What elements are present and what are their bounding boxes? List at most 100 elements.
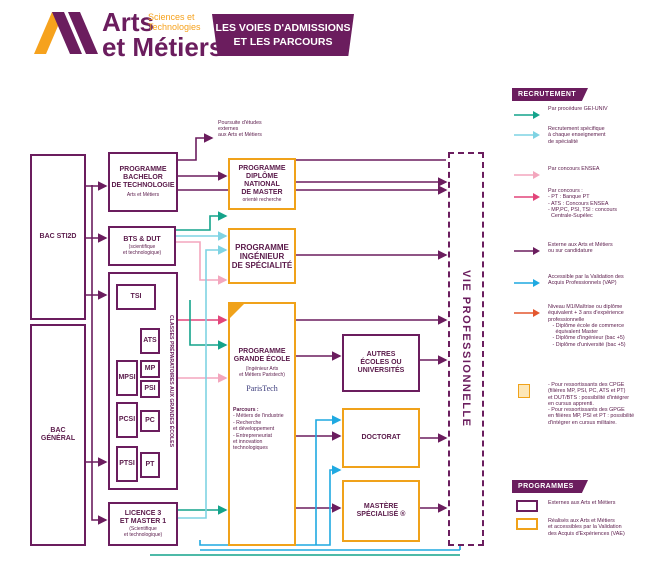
bac-general-label2: GÉNÉRAL [40, 435, 76, 442]
legend-line: - MP,PC, PSI, TSI : concours [548, 206, 618, 213]
legend-line: ou sur candidature [548, 248, 593, 255]
legend-line: Par concours ENSEA [548, 166, 600, 172]
licence-master-box: LICENCE 3 ET MASTER 1 (Scientifique et t… [108, 502, 178, 546]
mpsi-label: MPSI [118, 374, 136, 381]
title-banner: LES VOIES D'ADMISSIONS ET LES PARCOURS [212, 14, 354, 56]
pc-label: PC [145, 417, 155, 424]
bachelor-line1: PROGRAMME [119, 166, 167, 173]
legend-line: Par procédure GEI-UNIV [548, 106, 608, 112]
cpge-ats: ATS [140, 328, 160, 354]
legend-line: - Pour ressortissants des GPGE [548, 407, 625, 414]
ptsi-label: PTSI [119, 460, 135, 467]
legend-line: - Pour ressortissants des CPGE [548, 382, 625, 388]
autres-line2: ÉCOLES OU [360, 359, 402, 366]
legend-line: de spécialité [548, 138, 578, 145]
apprenti-swatch-icon [518, 384, 530, 398]
cpge-tsi: TSI [116, 284, 156, 310]
arrow-icon [514, 126, 540, 144]
ingenieur-line3: DE SPÉCIALITÉ [231, 260, 293, 270]
legend-recrutement-header: RECRUTEMENT [512, 88, 588, 101]
legend-line: - PT : Banque PT [548, 194, 590, 201]
cpge-mp: MP [140, 360, 160, 378]
legend-programmes-header: PROGRAMMES [512, 480, 588, 493]
parcours-item: et développement [233, 426, 275, 433]
bac-sti2d-label: BAC STI2D [39, 233, 77, 240]
legend-line: des Acquis d'Expériences (VAE) [548, 530, 625, 537]
ingenieur-line2: INGÉNIEUR [239, 251, 285, 261]
mp-label: MP [144, 365, 156, 372]
master-line3: DE MASTER [241, 189, 283, 196]
paristech-logo: ParisTech [246, 384, 278, 393]
legend-line: équivalent Master [548, 329, 599, 336]
ingenieur-line1: PROGRAMME [235, 242, 289, 252]
tsi-label: TSI [130, 293, 142, 300]
legend-panel: RECRUTEMENT Par procédure GEI-UNIV Recrut… [508, 84, 660, 554]
pt-label: PT [145, 461, 155, 468]
bachelor-line3: DE TECHNOLOGIE [111, 182, 175, 189]
legend-line: Réalisés aux Arts et Métiers [548, 518, 615, 524]
brand-name-line2: et Métiers [102, 32, 224, 62]
poursuite-line1: Poursuite d'études [218, 120, 262, 126]
bts-dut-box: BTS & DUT (scientifique et technologique… [108, 226, 176, 266]
bts-sub1: (scientifique [128, 244, 156, 250]
bachelor-line2: BACHELOR [123, 174, 163, 181]
autres-line1: AUTRES [366, 351, 396, 358]
legend-text: Externes aux Arts et Métiers [548, 500, 660, 506]
legend-line: d'intégrer en cursus militaire. [548, 419, 617, 426]
mastere-box: MASTÈRE SPÉCIALISÉ ® [342, 480, 420, 542]
grande-ecole-corner [230, 304, 244, 318]
arrow-icon [514, 166, 540, 184]
legend-line: équivalent + 3 ans d'expérience [548, 310, 624, 317]
arrow-icon [514, 274, 540, 292]
vie-pro-label: VIE PROFESSIONNELLE [460, 270, 472, 428]
logo [34, 12, 98, 54]
cpge-vertical-label: CLASSES PRÉPARATOIRES AUX GRANDES ÉCOLES [168, 314, 174, 448]
box-swatch-icon [516, 500, 538, 512]
legend-line: et accessibles par la Validation [548, 524, 622, 531]
brand-sub1: Sciences et [148, 12, 195, 22]
autres-line3: UNIVERSITÉS [357, 367, 405, 374]
parcours-title: Parcours : [233, 407, 259, 413]
arts-et-metiers-logo-icon [34, 12, 98, 54]
legend-text: Par procédure GEI-UNIV [548, 106, 660, 112]
ats-label: ATS [143, 337, 157, 344]
bts-sub2: et technologique) [122, 250, 162, 256]
cpge-psi: PSI [140, 380, 160, 398]
bac-general-label1: BAC [50, 427, 66, 434]
poursuite-line2: externes [218, 126, 239, 133]
legend-line: Accessible par la Validation des [548, 274, 624, 280]
autres-ecoles-box: AUTRES ÉCOLES OU UNIVERSITÉS [342, 334, 420, 392]
master-line2: DIPLÔME NATIONAL [244, 173, 280, 188]
cpge-pc: PC [140, 410, 160, 432]
legend-line: professionnelle [548, 316, 585, 323]
licence-sub1: (Scientifique [129, 526, 157, 532]
legend-line: en cursus apprenti. [548, 400, 594, 407]
cpge-mpsi: MPSI [116, 360, 138, 396]
bac-general-box: BAC GÉNÉRAL [30, 324, 86, 546]
licence-title1: LICENCE 3 [124, 510, 162, 517]
legend-line: Niveau M1/Maîtrise ou diplôme [548, 304, 623, 310]
parcours-item: technologiques [233, 445, 268, 452]
grande-ecole-box: PROGRAMME GRANDE ÉCOLE (Ingénieur Arts e… [228, 302, 296, 546]
ge-line1: PROGRAMME [238, 348, 286, 355]
psi-label: PSI [144, 385, 156, 392]
bts-title: BTS & DUT [123, 236, 161, 243]
legend-text: Par concours ENSEA [548, 166, 660, 172]
arrow-icon [514, 106, 540, 124]
cpge-pcsi: PCSI [116, 402, 138, 438]
bac-sti2d-box: BAC STI2D [30, 154, 86, 320]
box-swatch-icon [516, 518, 538, 530]
mastere-line1: MASTÈRE [363, 503, 399, 510]
brand-name-line1: Arts [102, 7, 155, 37]
ingenieur-box: PROGRAMME INGÉNIEUR DE SPÉCIALITÉ [228, 228, 296, 284]
legend-line: - Diplôme d'ingénieur (bac +5) [548, 335, 625, 342]
legend-text: - Pour ressortissants des CPGE(filières … [548, 382, 660, 426]
legend-line: Par concours : [548, 188, 583, 194]
legend-line: Recrutement spécifique [548, 126, 605, 132]
doctorat-box: DOCTORAT [342, 408, 420, 468]
legend-line: - Diplôme école de commerce [548, 322, 625, 329]
legend-line: (filières MP, PSI, PC, ATS et PT) [548, 388, 626, 395]
